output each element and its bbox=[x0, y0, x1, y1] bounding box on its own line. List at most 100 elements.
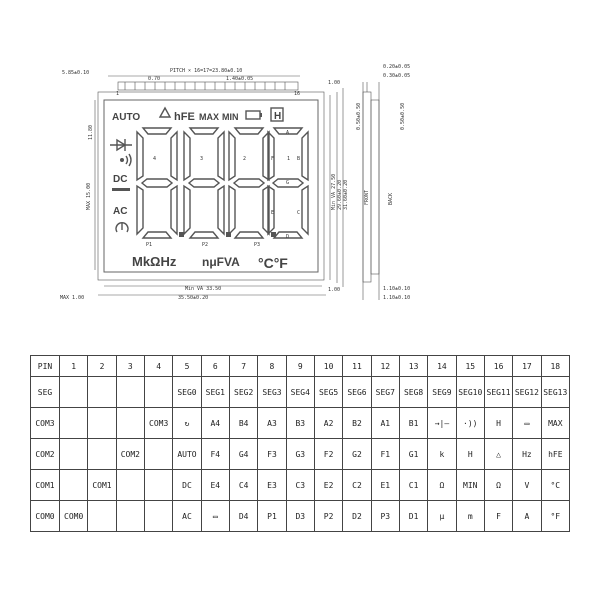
table-cell: SEG8 bbox=[398, 376, 429, 408]
table-cell: SEG1 bbox=[200, 376, 230, 408]
digit-2-segment-f bbox=[228, 130, 236, 182]
segment-letter-4: 4 bbox=[153, 156, 156, 162]
table-cell: P2 bbox=[313, 500, 344, 532]
table-cell: SEG10 bbox=[455, 376, 485, 408]
table-cell: Ω bbox=[483, 469, 514, 501]
dim-pitch: PITCH × 16=17=23.80±0.10 bbox=[170, 68, 242, 74]
negative-sign-icon bbox=[112, 188, 130, 191]
table-cell: SEG13 bbox=[540, 376, 571, 408]
dim-side-left: 0.50±0.50 bbox=[356, 103, 362, 130]
table-cell: C3 bbox=[285, 469, 315, 501]
digit-4-segment-a bbox=[141, 127, 173, 135]
segment-letter-1: 1 bbox=[287, 156, 290, 162]
table-cell: ▭ bbox=[512, 407, 542, 439]
digit-2-segment-a bbox=[233, 127, 265, 135]
table-cell: ↻ bbox=[172, 407, 202, 439]
table-cell: m bbox=[455, 500, 485, 532]
table-cell: 10 bbox=[313, 355, 344, 377]
dim-side-top: 0.20±0.05 bbox=[383, 64, 410, 70]
table-cell bbox=[87, 407, 117, 439]
digit-2-segment-d bbox=[233, 231, 265, 239]
table-cell: B2 bbox=[342, 407, 372, 439]
table-cell bbox=[87, 500, 117, 532]
table-cell: DC bbox=[172, 469, 202, 501]
table-cell: °F bbox=[540, 500, 571, 532]
table-cell bbox=[115, 376, 145, 408]
dc-annunciator: DC bbox=[113, 174, 127, 185]
table-row-head: COM3 bbox=[30, 407, 60, 439]
segment-letter-f: F bbox=[271, 156, 274, 162]
table-cell: △ bbox=[483, 438, 514, 470]
table-cell: V bbox=[512, 469, 542, 501]
table-cell: ▭ bbox=[200, 500, 230, 532]
table-cell: B1 bbox=[398, 407, 429, 439]
table-cell: 17 bbox=[512, 355, 542, 377]
table-cell: G2 bbox=[342, 438, 372, 470]
table-cell: P3 bbox=[370, 500, 400, 532]
table-cell: COM1 bbox=[87, 469, 117, 501]
decimal-point-2-label: P2 bbox=[202, 242, 208, 248]
digit-2 bbox=[228, 127, 276, 239]
table-cell: 2 bbox=[87, 355, 117, 377]
lcd-viewing-area bbox=[103, 99, 319, 273]
dim-bottom-va: Min VA 33.50 bbox=[185, 286, 221, 292]
units-right-annunciator: nμFVA bbox=[202, 255, 240, 269]
dim-side-right: 0.50±0.50 bbox=[400, 103, 406, 130]
hold-icon-frame bbox=[270, 107, 284, 122]
table-cell: E4 bbox=[200, 469, 230, 501]
table-cell: B3 bbox=[285, 407, 315, 439]
digit-1-segment-g bbox=[271, 178, 305, 188]
dim-side-thickness: 0.30±0.05 bbox=[383, 73, 410, 79]
table-cell: SEG4 bbox=[285, 376, 315, 408]
dim-left-va: MAX 15.00 bbox=[86, 183, 92, 210]
table-cell: A3 bbox=[257, 407, 287, 439]
dim-pin-gap-a: 0.70 bbox=[148, 76, 160, 82]
table-cell bbox=[58, 438, 89, 470]
digit-1-segment-b bbox=[301, 130, 309, 182]
digit-1-segment-c bbox=[301, 184, 309, 236]
table-cell: 18 bbox=[540, 355, 571, 377]
segment-letter-e: E bbox=[271, 210, 274, 216]
dim-right-h2: 29.60±0.20 bbox=[337, 180, 343, 210]
dim-bottom-total: 35.50±0.20 bbox=[178, 295, 208, 301]
digit-4-segment-b bbox=[170, 130, 178, 182]
digit-4-segment-g bbox=[140, 178, 174, 188]
table-cell: 15 bbox=[455, 355, 485, 377]
table-cell: F1 bbox=[370, 438, 400, 470]
table-cell: D1 bbox=[398, 500, 429, 532]
table-row-head: COM1 bbox=[30, 469, 60, 501]
table-cell: MAX bbox=[540, 407, 571, 439]
table-cell: A1 bbox=[370, 407, 400, 439]
table-cell bbox=[143, 500, 174, 532]
dim-bottom-right: 1.00 bbox=[328, 287, 340, 293]
table-cell: SEG0 bbox=[172, 376, 202, 408]
table-cell: MIN bbox=[455, 469, 485, 501]
digit-2-segment-b bbox=[262, 130, 270, 182]
digit-1-segment-a bbox=[272, 127, 304, 135]
front-label: FRONT bbox=[364, 190, 370, 205]
segment-letter-d: D bbox=[286, 234, 289, 240]
digit-3-segment-e bbox=[183, 184, 191, 236]
warning-triangle-icon bbox=[158, 106, 172, 118]
table-cell: 11 bbox=[342, 355, 372, 377]
table-cell: G3 bbox=[285, 438, 315, 470]
table-cell: SEG12 bbox=[512, 376, 542, 408]
digit-2-segment-c bbox=[262, 184, 270, 236]
table-cell: COM0 bbox=[58, 500, 89, 532]
table-cell bbox=[143, 469, 174, 501]
table-cell: 13 bbox=[398, 355, 429, 377]
decimal-point-1-label: P1 bbox=[146, 242, 152, 248]
table-row-head: COM2 bbox=[30, 438, 60, 470]
table-cell bbox=[58, 376, 89, 408]
table-cell bbox=[58, 407, 89, 439]
table-cell: E2 bbox=[313, 469, 344, 501]
digit-3-segment-c bbox=[217, 184, 225, 236]
table-cell: C4 bbox=[228, 469, 259, 501]
pin-comb bbox=[117, 81, 299, 91]
hfe-annunciator: hFE bbox=[174, 111, 195, 123]
dim-right-h1: Min VA 27.50 bbox=[331, 174, 337, 210]
table-cell bbox=[143, 376, 174, 408]
